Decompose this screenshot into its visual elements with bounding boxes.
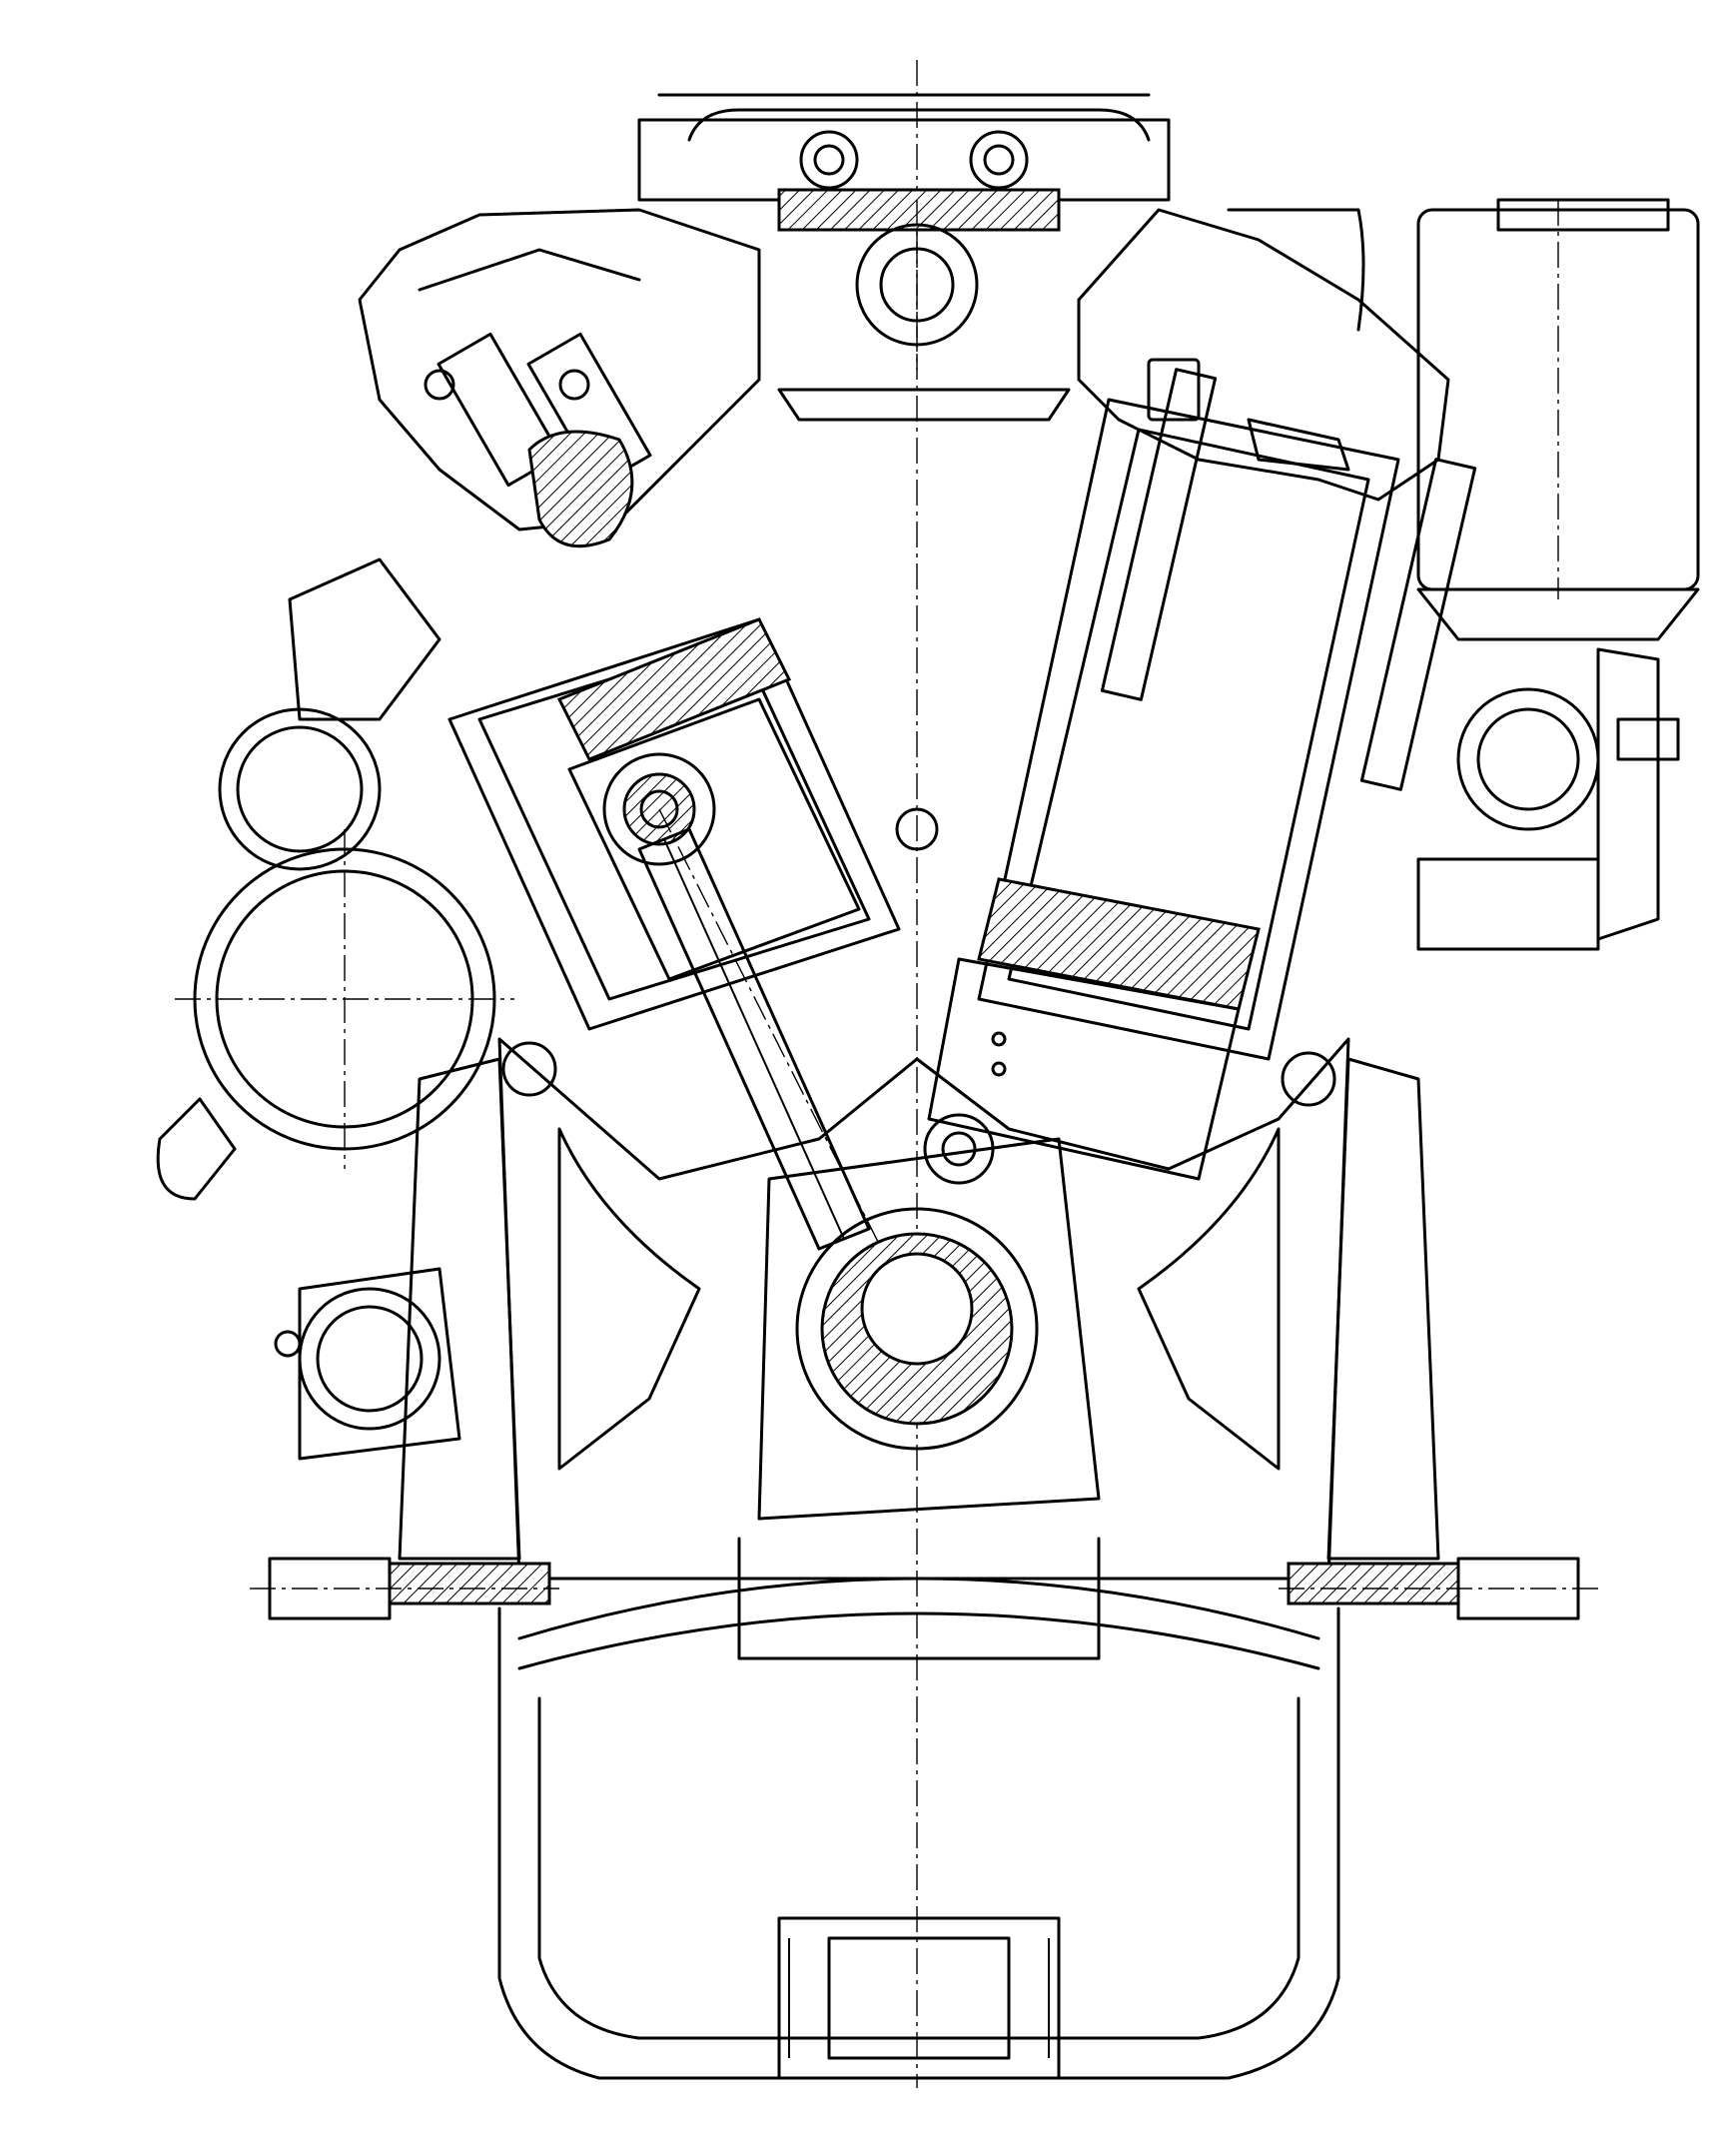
crankshaft-journal [757,1113,1101,1521]
piston-right [927,877,1261,1181]
turbocharger-right [1416,647,1680,951]
port-left [501,1041,557,1097]
turbocharger-left [218,557,441,871]
cylinder-head-left [358,208,761,548]
oil-filter [1416,198,1700,641]
port-right [1281,1051,1336,1107]
mounting-bracket-left [250,1557,559,1620]
cylinder-right [977,368,1477,1061]
port-center [895,807,939,851]
air-filter [156,829,514,1201]
oil-pump [777,1916,1061,2080]
crankcase [398,1037,1440,1581]
mounting-bracket-right [1279,1557,1598,1620]
oil-sump [497,1537,1340,2080]
cylinder-head-right [1077,208,1450,502]
intake-manifold [637,93,1171,422]
water-pump [274,1267,461,1461]
cylinder-left [447,617,901,1031]
